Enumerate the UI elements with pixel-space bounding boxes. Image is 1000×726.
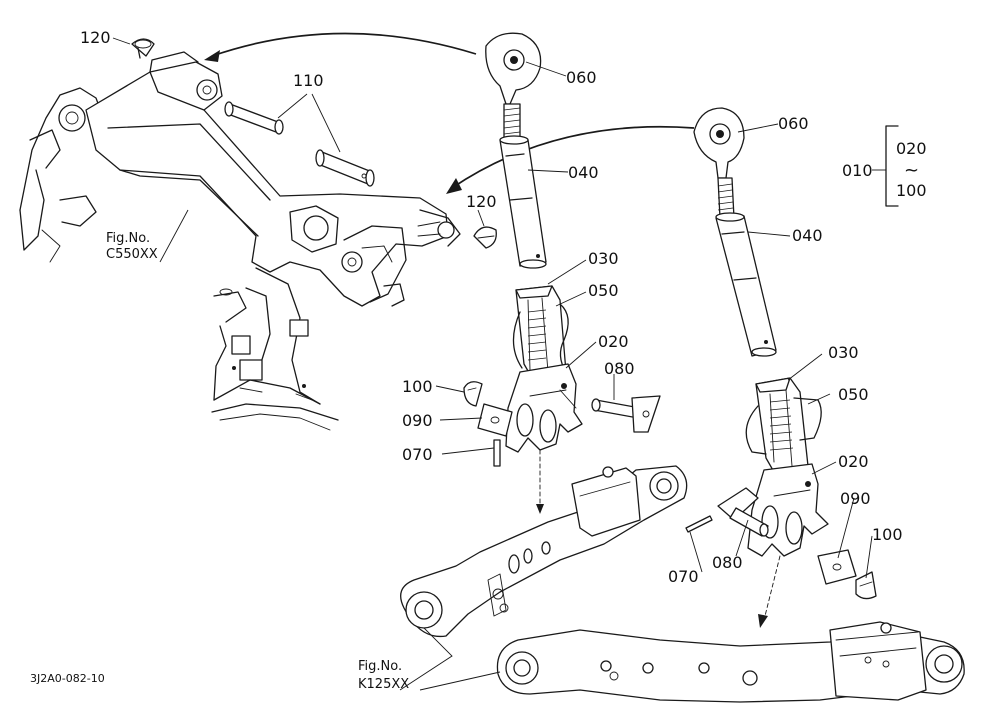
figure-top-code: C550XX xyxy=(106,247,158,262)
arrow-lower xyxy=(446,125,695,194)
range-to: 100 xyxy=(896,181,927,200)
figure-label-top: Fig.No. C550XX xyxy=(106,231,158,262)
callout-030-left: 030 xyxy=(588,249,619,268)
callout-080-left: 080 xyxy=(604,359,635,378)
callout-060-right: 060 xyxy=(778,114,809,133)
callout-050-right: 050 xyxy=(838,385,869,404)
rear-frame-lower xyxy=(211,267,339,431)
callout-100-right: 100 xyxy=(872,525,903,544)
callout-040-right: 040 xyxy=(792,226,823,245)
range-group-label: 010 020 ~ 100 xyxy=(842,139,927,200)
drawing-code: 3J2A0-082-10 xyxy=(30,672,105,685)
lynch-pin-120-lower xyxy=(473,226,497,249)
figure-top-title: Fig.No. xyxy=(106,231,150,246)
lift-rod-right xyxy=(693,107,829,557)
lower-link-bottom xyxy=(496,621,965,703)
lynch-pin-100-right xyxy=(855,571,877,600)
callout-060-left: 060 xyxy=(566,68,597,87)
callout-labels: 120 110 060 060 040 120 040 030 050 020 … xyxy=(80,28,903,586)
callout-080-right: 080 xyxy=(712,553,743,572)
tractor-rear-housing xyxy=(19,87,105,263)
pin-110-upper xyxy=(224,101,284,135)
callout-100-left: 100 xyxy=(402,377,433,396)
callout-050-left: 050 xyxy=(588,281,619,300)
figure-bottom-code: K125XX xyxy=(358,677,409,692)
pin-110-lower xyxy=(315,149,375,187)
lynch-pin-120-upper xyxy=(131,38,155,59)
range-tilde: ~ xyxy=(904,160,919,181)
callout-120-lower: 120 xyxy=(466,192,497,211)
range-group-number: 010 xyxy=(842,161,873,180)
callout-090-left: 090 xyxy=(402,411,433,430)
spring-pin-070-right xyxy=(685,515,713,533)
callout-030-right: 030 xyxy=(828,343,859,362)
callout-040-left: 040 xyxy=(568,163,599,182)
washer-090-right xyxy=(817,549,857,585)
figure-bottom-title: Fig.No. xyxy=(358,659,402,674)
callout-090-right: 090 xyxy=(840,489,871,508)
callout-070-right: 070 xyxy=(668,567,699,586)
lynch-pin-100-left xyxy=(463,381,483,407)
callout-120-upper: 120 xyxy=(80,28,111,47)
callout-070-left: 070 xyxy=(402,445,433,464)
spring-pin-070-left xyxy=(493,439,501,467)
range-from: 020 xyxy=(896,139,927,158)
pin-080-right xyxy=(717,487,769,537)
lower-link-middle xyxy=(400,465,688,638)
washer-090-left xyxy=(477,403,513,437)
pin-080-left xyxy=(591,395,661,433)
upper-link-bracket xyxy=(85,51,461,307)
figure-label-bottom: Fig.No. K125XX xyxy=(358,659,409,692)
arrow-upper xyxy=(204,32,477,62)
callout-110: 110 xyxy=(293,71,324,90)
callout-020-right: 020 xyxy=(838,452,869,471)
callout-020-left: 020 xyxy=(598,332,629,351)
lift-rod-left xyxy=(485,32,583,453)
